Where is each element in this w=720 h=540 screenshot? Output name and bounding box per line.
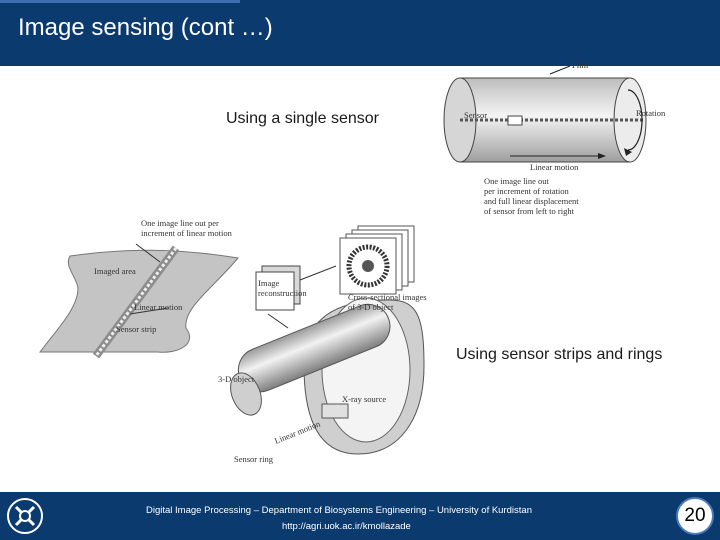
linear-motion-arrowhead [598,153,606,159]
page-number-badge: 20 [676,497,714,535]
title-bar [0,0,720,66]
strip-note-line-1: One image line out per [141,218,219,228]
strip-note-arrow [135,243,161,263]
footer-department: Digital Image Processing – Department of… [146,505,532,516]
sensor-strip-label: Sensor strip [116,324,156,334]
sensor-strip-edge [94,247,178,357]
strip-note-line-2: increment of linear motion [141,228,233,238]
xray-label: X-ray source [342,394,386,404]
strip-linear-motion-label: Linear motion [134,302,183,312]
film-arrow [549,65,571,75]
single-note-line-4: of sensor from left to right [484,206,575,216]
strip-motion-arrow [129,307,169,315]
sensor-strip-figure: One image line out per increment of line… [38,218,239,359]
three-d-object-end [230,372,262,416]
sensor-ring-label: Sensor ring [234,454,274,464]
single-note-line-2: per increment of rotation [484,186,569,196]
ring-to-reconstruction-arrow [267,313,289,329]
sensor-label: Sensor [464,110,487,120]
ring-linear-motion-label: Linear motion [273,418,322,446]
xray-source [321,403,349,419]
rotation-arrow [627,89,643,151]
film-label: Film [572,60,588,70]
rotation-label: Rotation [636,108,666,118]
single-sensor-figure: Film Sensor Rotation Linear motion One i… [443,60,666,216]
object-label: 3-D object [218,374,255,384]
university-logo-icon [7,498,43,534]
footer-url: http://agri.uok.ac.ir/kmollazade [282,521,411,532]
cross-section-line-2: of 3-D object [348,302,394,312]
caption-single-sensor: Using a single sensor [226,110,379,127]
cross-section-line-1: Cross-sectional images [348,292,427,302]
linear-motion-label: Linear motion [530,162,579,172]
sensor-block [507,115,523,126]
sensor-ring-figure: Image reconstruction Cross-sectional ima… [218,225,427,464]
cross-section-core [362,260,374,272]
single-note-line-3: and full linear displacement [484,196,579,206]
reconstruction-to-images-arrow [299,265,337,281]
caption-sensor-strips: Using sensor strips and rings [456,346,663,363]
reconstruction-line-1: Image [258,278,279,288]
reconstruction-box [255,271,295,311]
single-note-line-1: One image line out [484,176,550,186]
footer-bar [0,492,720,540]
imaged-area-label: Imaged area [94,266,136,276]
slide-title: Image sensing (cont …) [18,14,273,41]
reconstruction-line-2: reconstruction [258,288,307,298]
rotation-arrowhead [624,148,632,156]
title-accent-line [0,0,240,3]
